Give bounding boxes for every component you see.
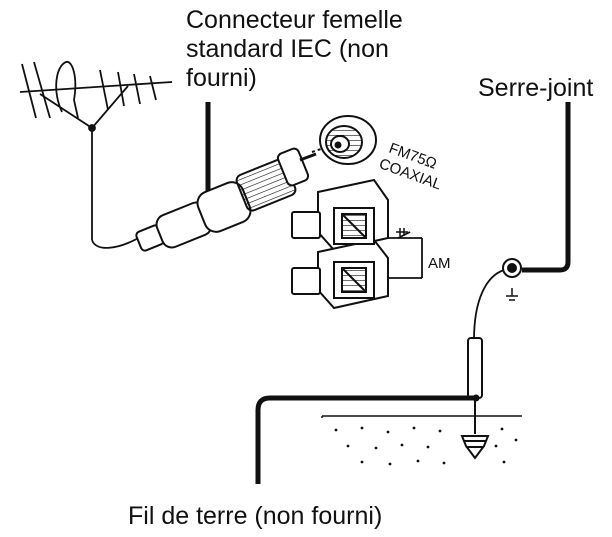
am-bracket <box>388 231 423 279</box>
connector-label-line3: fourni) <box>186 64 257 92</box>
connector-label-line2: standard IEC (non <box>186 35 389 63</box>
coaxial-plug-icon <box>135 147 317 252</box>
fm-socket-icon <box>319 115 377 165</box>
am-ground-symbol-icon <box>396 228 408 236</box>
ground-cable-line <box>473 269 505 341</box>
fm-terminal-label: FM75Ω COAXIAL <box>377 140 444 194</box>
connector-label-line1: Connecteur femelle <box>186 6 403 34</box>
ground-connection-point <box>472 394 480 402</box>
am-terminal-block-icon <box>291 178 389 310</box>
ground-wire-label: Fil de terre (non fourni) <box>128 502 383 530</box>
am-terminal-label: AM <box>428 255 451 272</box>
clamp-icon <box>502 258 522 278</box>
fm-antenna-icon <box>19 61 173 249</box>
earth-surface <box>321 415 522 418</box>
ground-wire-line <box>255 395 476 484</box>
ground-rod-icon <box>460 337 490 460</box>
clamp-ground-symbol-icon <box>506 288 518 301</box>
clamp-label: Serre-joint <box>478 74 594 102</box>
earth-dots <box>334 426 518 466</box>
clamp-pointer-line <box>522 102 571 273</box>
